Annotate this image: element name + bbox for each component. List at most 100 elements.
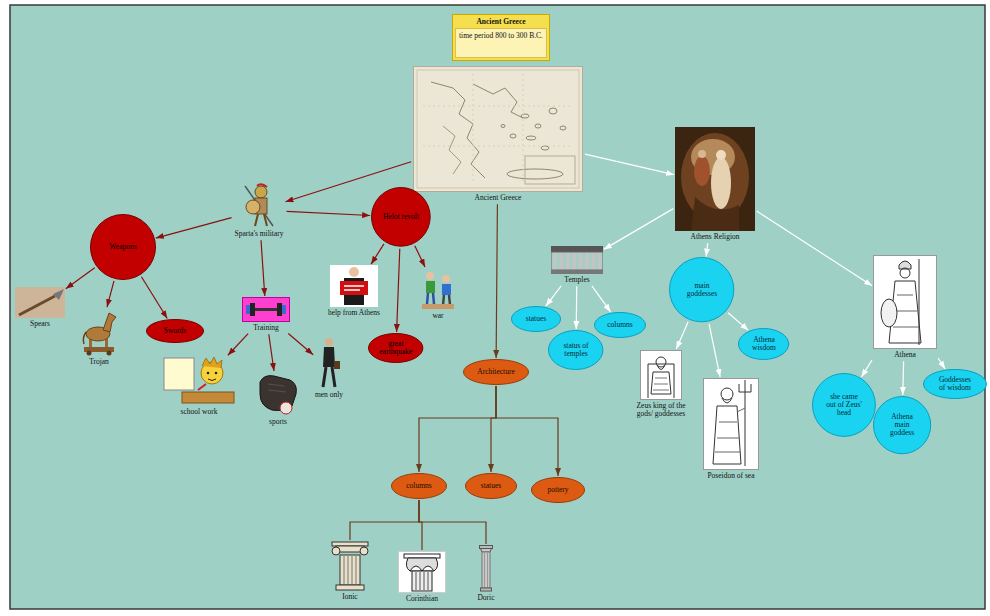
shape-fill [670, 258, 734, 322]
picture-caption: sports [269, 418, 287, 426]
drawing-part [332, 542, 368, 546]
connector [576, 286, 578, 329]
picture-caption: Sparta's military [234, 230, 283, 238]
picture [254, 372, 302, 416]
connector [107, 281, 114, 307]
drawing-part [198, 384, 206, 390]
drawing-part [559, 252, 563, 270]
drawing-part [694, 156, 710, 186]
shape-fill [924, 370, 987, 399]
picture-node: Sparta's military [233, 182, 284, 238]
drawing-part [551, 270, 603, 274]
connector [546, 286, 561, 306]
drawing-part [691, 197, 739, 231]
drawing-part [360, 547, 368, 555]
drawing-part [566, 252, 570, 270]
drawing-part [553, 252, 557, 270]
drawing-part [426, 281, 435, 293]
node-label: Athena main goddess [884, 413, 919, 438]
drawing-part [412, 571, 432, 591]
picture-caption: Ancient Greece [475, 194, 522, 202]
picture-node: Athens Religion [675, 127, 755, 241]
node-label: she came out of Zeus' head [824, 393, 863, 418]
connector [706, 243, 708, 256]
drawing-part [282, 305, 286, 314]
drawing-part [443, 295, 450, 305]
topic-circle: main goddesses [669, 257, 734, 322]
drawing-part [549, 108, 557, 114]
drawing-part [521, 114, 529, 118]
drawing-part [323, 347, 335, 367]
drawing-part [473, 84, 523, 118]
topic-ellipse: Goddesses of wisdom [923, 369, 987, 399]
node-label: Athena wisdom [749, 336, 779, 353]
topic-ellipse: Swords [146, 319, 204, 343]
drawing-part [919, 259, 920, 345]
connector [491, 386, 496, 472]
drawing-part [280, 402, 292, 414]
drawing-part [510, 134, 516, 138]
picture [317, 337, 341, 389]
picture-node: Temples [551, 246, 603, 284]
picture [703, 378, 759, 470]
drawing-part [657, 365, 665, 370]
node-label: Weapons [109, 243, 136, 251]
drawing-part [344, 286, 364, 290]
node-label: Swords [164, 327, 187, 335]
picture-caption: Temples [564, 276, 589, 284]
topic-ellipse: pottery [531, 477, 585, 503]
drawing-part [334, 361, 340, 369]
node-label: columns [607, 321, 632, 329]
connector [415, 246, 425, 267]
drawing-part [245, 186, 273, 226]
drawing-part [330, 265, 378, 307]
shape-fill [369, 334, 423, 363]
drawing-part [431, 82, 485, 178]
drawing-part [591, 252, 595, 270]
topic-circle: Athena main goddess [873, 396, 931, 454]
picture [162, 356, 236, 406]
drawing-part [349, 267, 359, 277]
node-label: statues [481, 482, 501, 490]
connector [287, 211, 371, 215]
drawing-part [653, 378, 669, 390]
topic-ellipse: columns [594, 312, 646, 338]
picture-node: sports [254, 372, 302, 426]
drawing-part [426, 272, 434, 280]
drawing-part [340, 555, 360, 585]
connector [938, 358, 945, 369]
drawing-part [215, 372, 218, 375]
shape-fill [813, 374, 876, 437]
drawing-part [246, 305, 250, 314]
drawing-part [525, 156, 575, 184]
drawing-part [182, 392, 234, 403]
picture-caption: Spears [30, 320, 50, 328]
picture-caption: Corinthian [406, 595, 438, 603]
shape-fill [532, 478, 585, 503]
drawing-part [585, 252, 589, 270]
drawing-part [442, 275, 450, 283]
picture-caption: Athens Religion [691, 233, 740, 241]
background-panel [10, 5, 985, 609]
topic-ellipse: status of temples [548, 330, 603, 370]
drawing-part [103, 313, 116, 332]
shape-fill [512, 307, 561, 332]
picture-node: Athena [873, 255, 937, 359]
drawing-part [526, 136, 536, 140]
drawing-part [423, 74, 573, 184]
connector [676, 322, 688, 349]
drawing-part [336, 585, 364, 590]
drawing-part [648, 364, 674, 398]
drawing-part [722, 398, 732, 403]
picture-node: Trojan [80, 308, 118, 366]
drawing-part [83, 332, 86, 344]
drawing-part [507, 169, 563, 179]
node-label: main goddesses [682, 282, 722, 299]
picture-caption: war [432, 312, 443, 320]
drawing-part [442, 284, 451, 295]
picture-caption: Ionic [342, 593, 357, 601]
drawing-part [715, 408, 745, 452]
drawing-part [713, 406, 741, 464]
drawing-part [325, 338, 333, 346]
drawing-part [535, 124, 541, 128]
